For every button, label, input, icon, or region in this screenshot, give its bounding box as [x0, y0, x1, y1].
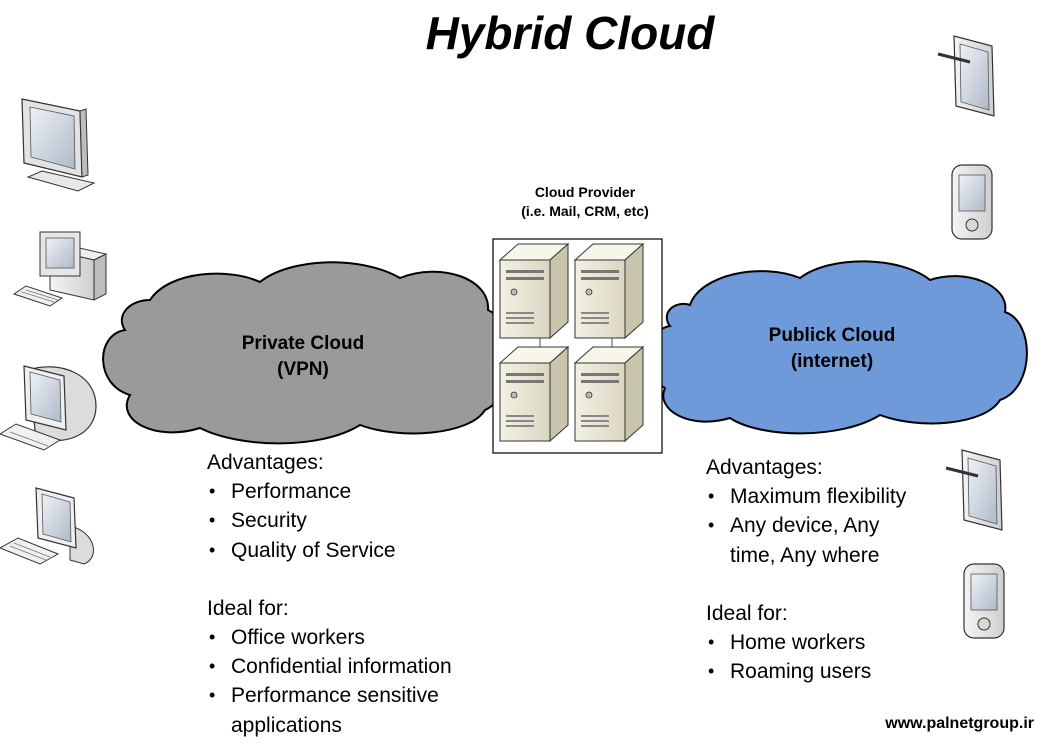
private-cloud-label: Private Cloud (VPN) [218, 331, 388, 383]
cloud-provider-title: Cloud Provider [534, 184, 636, 200]
list-item: Home workers [706, 628, 946, 657]
lcd-monitor-icon [21, 98, 96, 192]
server-tower-icon [573, 242, 645, 340]
list-item: Performance [207, 477, 507, 506]
imac-computer-icon [0, 365, 97, 451]
list-item: Maximum flexibility [706, 482, 946, 511]
list-item: Roaming users [706, 657, 946, 686]
private-ideal-list: Office workers Confidential information … [207, 623, 507, 740]
monitor-keyboard-icon [0, 487, 94, 565]
tablet-pen-icon [945, 449, 1003, 531]
server-tower-icon [498, 345, 570, 443]
public-cloud-subtitle: (internet) [790, 351, 874, 372]
private-cloud-details: Advantages: Performance Security Quality… [207, 448, 507, 740]
list-item: Confidential information [207, 652, 507, 681]
public-advantages-heading: Advantages: [706, 456, 823, 479]
private-cloud-shape [102, 261, 512, 445]
pda-device-icon [963, 563, 1005, 639]
desktop-pc-icon [12, 231, 108, 307]
private-cloud-title: Private Cloud [241, 333, 365, 354]
diagram-title: Hybrid Cloud [425, 7, 715, 59]
private-ideal-heading: Ideal for: [207, 596, 289, 620]
list-item: Office workers [207, 623, 507, 652]
cloud-provider-label: Cloud Provider (i.e. Mail, CRM, etc) [490, 183, 680, 221]
private-advantages-heading: Advantages: [207, 451, 324, 474]
tablet-pen-icon [937, 35, 995, 117]
list-item: Security [207, 506, 507, 535]
website-url: www.palnetgroup.ir [885, 715, 1034, 732]
server-tower-icon [498, 242, 570, 340]
public-advantages-list: Maximum flexibility Any device, Any time… [706, 482, 946, 570]
list-item: Performance sensitive applications [207, 681, 481, 739]
private-cloud-subtitle: (VPN) [277, 359, 329, 380]
list-item: Any device, Any time, Any where [706, 511, 920, 569]
public-cloud-details: Advantages: Maximum flexibility Any devi… [706, 453, 946, 687]
cloud-provider-subtitle: (i.e. Mail, CRM, etc) [521, 203, 649, 219]
private-advantages-list: Performance Security Quality of Service [207, 477, 507, 565]
public-ideal-list: Home workers Roaming users [706, 628, 946, 687]
public-ideal-heading: Ideal for: [706, 601, 788, 625]
pda-device-icon [951, 164, 993, 240]
server-tower-icon [573, 345, 645, 443]
list-item: Quality of Service [207, 536, 507, 565]
public-cloud-title: Publick Cloud [768, 325, 896, 346]
public-cloud-label: Publick Cloud (internet) [742, 323, 922, 375]
